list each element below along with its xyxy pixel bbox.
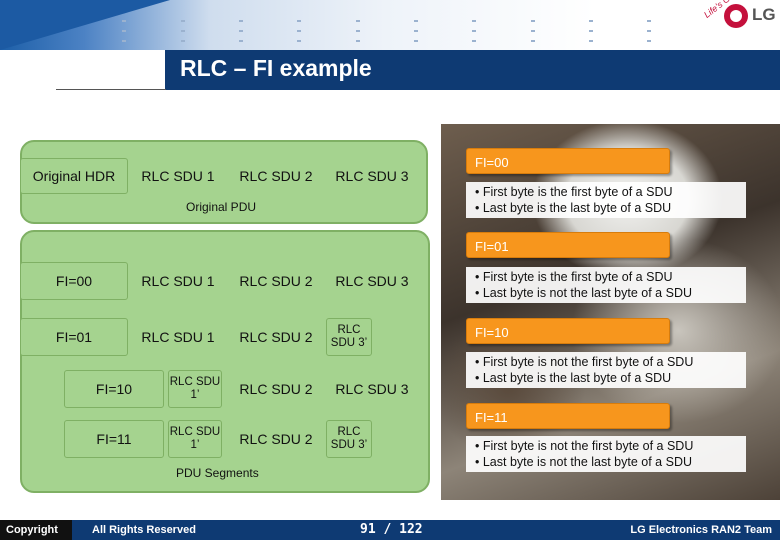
fi01-description: • First byte is the first byte of a SDU … <box>466 267 746 303</box>
segment-sdu-box: RLC SDU 3 <box>326 264 418 298</box>
fi-desc-text: First byte is the first byte of a SDU <box>482 185 673 199</box>
logo-text: LG <box>752 5 776 24</box>
segment-fi-box: FI=01 <box>20 318 128 356</box>
original-sdu-label: RLC SDU 3 <box>335 167 409 184</box>
title-bar <box>165 50 780 90</box>
original-sdu-label: RLC SDU 1 <box>141 167 215 184</box>
segment-sdu-box: RLC SDU 1’ <box>168 420 222 458</box>
fi-desc-line: • First byte is not the first byte of a … <box>475 355 694 369</box>
segment-fi-box: FI=00 <box>20 262 128 300</box>
original-sdu-label: RLC SDU 2 <box>239 167 313 184</box>
original-pdu-label: Original PDU <box>186 200 257 214</box>
lg-face-icon <box>724 4 748 28</box>
fi00-description: • First byte is the first byte of a SDU … <box>466 182 746 218</box>
segment-fi-label: FI=10 <box>95 380 133 397</box>
header-dashes <box>122 20 126 50</box>
fi-desc-text: First byte is the first byte of a SDU <box>482 270 673 284</box>
fi11-description: • First byte is not the first byte of a … <box>466 436 746 472</box>
segment-fi-box: FI=10 <box>64 370 164 408</box>
segment-sdu-box: RLC SDU 1 <box>132 320 224 354</box>
original-sdu-box: RLC SDU 1 <box>132 160 224 192</box>
segment-sdu-box: RLC SDU 1’ <box>168 370 222 408</box>
fi11-header: FI=11 <box>466 403 670 429</box>
fi-desc-line: • Last byte is the last byte of a SDU <box>475 371 672 385</box>
segment-sdu-box: RLC SDU 2 <box>230 320 322 354</box>
fi-desc-line: • Last byte is the last byte of a SDU <box>475 201 672 215</box>
segment-sdu-label: RLC SDU 1’ <box>169 425 221 451</box>
footer-copyright: Copyright <box>0 520 72 540</box>
fi-desc-text: Last byte is the last byte of a SDU <box>482 201 672 215</box>
pdu-segments-label: PDU Segments <box>176 466 259 480</box>
segment-sdu-box: RLC SDU 1 <box>132 264 224 298</box>
header-dashes <box>297 20 301 50</box>
header-dashes <box>239 20 243 50</box>
fi-desc-line: • First byte is the first byte of a SDU <box>475 185 673 199</box>
segment-fi-label: FI=11 <box>96 430 132 447</box>
segment-sdu-box: RLC SDU 2 <box>230 264 322 298</box>
title-rule <box>56 89 166 90</box>
segment-sdu-label: RLC SDU 1 <box>141 328 215 345</box>
segment-fi-box: FI=11 <box>64 420 164 458</box>
segment-sdu-label: RLC SDU 3’ <box>330 323 368 349</box>
segment-sdu-box: RLC SDU 3’ <box>326 420 372 458</box>
original-hdr-box: Original HDR <box>20 158 128 194</box>
header-dashes <box>647 20 651 50</box>
fi10-header: FI=10 <box>466 318 670 344</box>
header-dashes <box>589 20 593 50</box>
segment-sdu-box: RLC SDU 3 <box>326 372 418 406</box>
header-dashes <box>414 20 418 50</box>
fi-desc-text: Last byte is the last byte of a SDU <box>482 371 672 385</box>
footer-bar <box>0 520 780 540</box>
footer-rights: All Rights Reserved <box>92 524 196 536</box>
segment-sdu-label: RLC SDU 3’ <box>330 425 368 451</box>
page-title: RLC – FI example <box>180 55 372 81</box>
header-dashes <box>472 20 476 50</box>
header-dashes <box>531 20 535 50</box>
fi-desc-line: • First byte is not the first byte of a … <box>475 439 694 453</box>
segment-sdu-label: RLC SDU 2 <box>239 430 313 447</box>
segment-sdu-box: RLC SDU 2 <box>230 372 322 406</box>
fi10-description: • First byte is not the first byte of a … <box>466 352 746 388</box>
original-sdu-box: RLC SDU 2 <box>230 160 322 192</box>
fi-desc-text: First byte is not the first byte of a SD… <box>482 439 694 453</box>
segment-fi-label: FI=01 <box>55 328 93 345</box>
segment-fi-label: FI=00 <box>55 272 93 289</box>
header-dashes <box>181 20 185 50</box>
fi-desc-line: • First byte is the first byte of a SDU <box>475 270 673 284</box>
fi00-header: FI=00 <box>466 148 670 174</box>
fi01-header: FI=01 <box>466 232 670 258</box>
original-hdr-label: Original HDR <box>32 167 116 184</box>
original-pdu-panel <box>20 140 428 224</box>
page-number: 91 / 122 <box>360 522 423 537</box>
segment-sdu-box: RLC SDU 2 <box>230 422 322 456</box>
segment-sdu-box: RLC SDU 3’ <box>326 318 372 356</box>
header-dashes <box>356 20 360 50</box>
segment-sdu-label: RLC SDU 3 <box>335 272 409 289</box>
fi-desc-text: Last byte is not the last byte of a SDU <box>482 455 692 469</box>
lg-logo: Life's Good LG <box>700 0 780 50</box>
original-sdu-box: RLC SDU 3 <box>326 160 418 192</box>
segment-sdu-label: RLC SDU 3 <box>335 380 409 397</box>
fi-desc-line: • Last byte is not the last byte of a SD… <box>475 286 692 300</box>
footer-team: LG Electronics RAN2 Team <box>630 524 772 536</box>
segment-sdu-label: RLC SDU 2 <box>239 328 313 345</box>
segment-sdu-label: RLC SDU 1’ <box>169 375 221 401</box>
segment-sdu-label: RLC SDU 2 <box>239 272 313 289</box>
segment-sdu-label: RLC SDU 1 <box>141 272 215 289</box>
fi-desc-text: Last byte is not the last byte of a SDU <box>482 286 692 300</box>
segment-sdu-label: RLC SDU 2 <box>239 380 313 397</box>
fi-desc-text: First byte is not the first byte of a SD… <box>482 355 694 369</box>
fi-desc-line: • Last byte is not the last byte of a SD… <box>475 455 692 469</box>
